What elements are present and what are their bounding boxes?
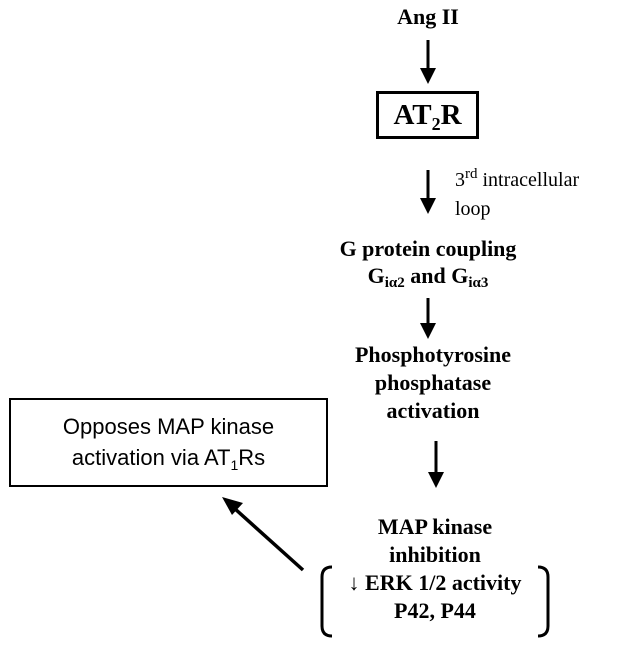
inhibition-line1: MAP kinase xyxy=(377,514,493,539)
opposes-box: Opposes MAP kinase activation via AT1Rs xyxy=(9,398,328,487)
inhibition-line4: P42, P44 xyxy=(394,598,476,623)
loop-note-rest: intracellular xyxy=(477,169,580,191)
opposes-line2-prefix: activation via AT xyxy=(71,445,231,470)
phosphatase-line2: phosphatase xyxy=(374,370,492,395)
loop-note-ordinal: rd xyxy=(465,166,478,182)
arrowhead-gprotein-to-phosphatase xyxy=(420,323,436,339)
receptor-subscript: 2 xyxy=(431,114,441,134)
loop-note: 3rd intracellular loop xyxy=(455,166,579,224)
phosphatase-line1: Phosphotyrosine xyxy=(354,342,512,367)
opposes-line2-suffix: Rs xyxy=(238,445,266,470)
gprotein-label: G protein coupling Giα2 and Giα3 xyxy=(300,235,556,291)
receptor-suffix: R xyxy=(440,99,462,131)
opposes-line2-sub: 1 xyxy=(230,457,239,473)
right-bracket xyxy=(537,565,550,638)
gprotein-line1: G protein coupling xyxy=(339,236,517,261)
inhibition-label: MAP kinase inhibition ↓ ERK 1/2 activity… xyxy=(322,513,548,625)
arrow-inhibition-to-opposes xyxy=(232,506,305,572)
opposes-line2: activation via AT1Rs xyxy=(11,442,326,473)
left-bracket xyxy=(320,565,333,638)
ligand-text: Ang II xyxy=(397,4,459,29)
gprotein-g2-sub: iα3 xyxy=(468,275,489,291)
gprotein-g1-sub: iα2 xyxy=(384,275,405,291)
inhibition-line3: ↓ ERK 1/2 activity xyxy=(348,570,522,595)
gprotein-g2: G xyxy=(451,263,469,288)
ligand-label: Ang II xyxy=(378,3,478,30)
gprotein-and: and xyxy=(404,263,452,288)
loop-note-line2: loop xyxy=(455,198,491,220)
receptor-prefix: AT xyxy=(393,99,432,131)
arrowhead-inhibition-to-opposes xyxy=(222,497,243,515)
arrowhead-receptor-to-gprotein xyxy=(420,198,436,214)
gprotein-g1: G xyxy=(367,263,385,288)
phosphatase-label: Phosphotyrosine phosphatase activation xyxy=(323,341,543,425)
phosphatase-line3: activation xyxy=(386,398,480,423)
arrowhead-ligand-to-receptor xyxy=(420,68,436,84)
loop-note-number: 3 xyxy=(455,169,465,191)
opposes-line1: Opposes MAP kinase xyxy=(62,414,275,439)
inhibition-line2: inhibition xyxy=(389,542,481,567)
receptor-box: AT2R xyxy=(376,91,479,139)
arrowhead-phosphatase-to-inhibition xyxy=(428,472,444,488)
loop-note-line1: 3rd intracellular xyxy=(455,166,579,195)
gprotein-line2: Giα2 and Giα3 xyxy=(300,262,556,291)
